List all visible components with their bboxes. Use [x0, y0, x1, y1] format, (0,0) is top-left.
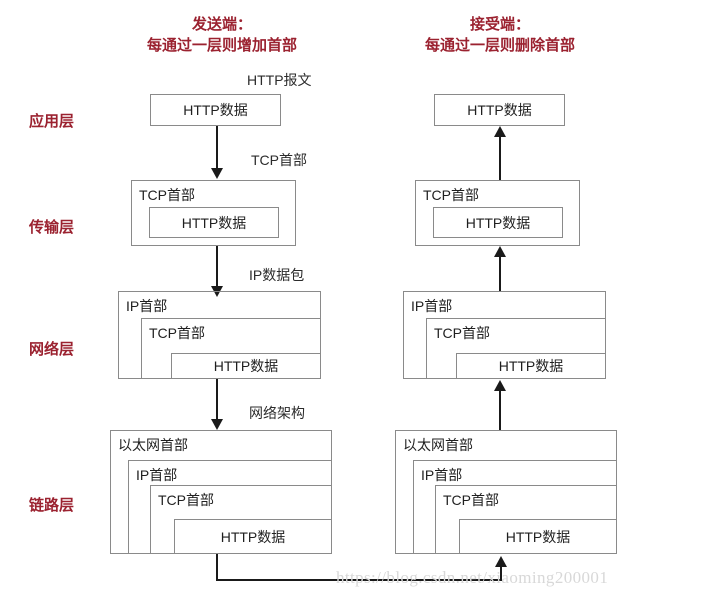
bottom-path-down-segment	[216, 554, 218, 581]
box-label-http-data: HTTP数据	[220, 528, 286, 545]
sender-header-line2: 每通过一层则增加首部	[146, 37, 297, 54]
bottom-path-up-segment	[500, 567, 502, 581]
receiver-network-http-box: HTTP数据	[456, 353, 606, 379]
layer-label-network: 网络层	[29, 341, 75, 358]
receiver-header-line2: 每通过一层则删除首部	[424, 37, 575, 54]
box-label-http-data: HTTP数据	[467, 102, 532, 118]
receiver-arrow-network-to-transport-head	[494, 246, 506, 257]
layer-label-transport: 传输层	[29, 219, 75, 236]
box-label-tcp-header: TCP首部	[434, 325, 490, 341]
box-label-tcp-header: TCP首部	[423, 187, 479, 203]
sender-network-http-box: HTTP数据	[171, 353, 321, 379]
sender-link-http-box: HTTP数据	[174, 519, 332, 554]
box-label-tcp-header: TCP首部	[149, 325, 205, 341]
annotation-ip-packet: IP数据包	[249, 267, 305, 283]
box-label-http-data: HTTP数据	[183, 102, 248, 118]
box-label-ip-header: IP首部	[421, 467, 463, 483]
sender-transport-http-box: HTTP数据	[149, 207, 279, 238]
sender-arrow-app-to-transport-line	[216, 126, 218, 170]
box-label-tcp-header: TCP首部	[158, 492, 214, 508]
receiver-header-line1: 接受端：	[469, 16, 530, 33]
sender-header: 发送端： 每通过一层则增加首部	[77, 14, 367, 56]
annotation-http-message: HTTP报文	[247, 72, 312, 88]
receiver-arrow-transport-to-app-line	[499, 137, 501, 180]
sender-application-http-box: HTTP数据	[150, 94, 281, 126]
box-label-tcp-header: TCP首部	[139, 187, 195, 203]
layer-label-link: 链路层	[29, 497, 75, 514]
receiver-header: 接受端： 每通过一层则删除首部	[355, 14, 645, 56]
receiver-arrow-network-to-transport-line	[499, 257, 501, 291]
annotation-network-frame: 网络架构	[249, 405, 305, 421]
receiver-transport-http-box: HTTP数据	[433, 207, 563, 238]
box-label-tcp-header: TCP首部	[443, 492, 499, 508]
box-label-http-data: HTTP数据	[498, 358, 564, 374]
box-label-http-data: HTTP数据	[465, 214, 531, 231]
box-label-http-data: HTTP数据	[213, 358, 279, 374]
box-label-ip-header: IP首部	[411, 298, 453, 314]
bottom-path-horizontal-segment	[216, 579, 502, 581]
receiver-arrow-transport-to-app-head	[494, 126, 506, 137]
sender-header-line1: 发送端：	[191, 16, 252, 33]
sender-transport-tcp-box: TCP首部	[131, 180, 296, 246]
receiver-link-http-box: HTTP数据	[459, 519, 617, 554]
layer-label-application: 应用层	[29, 113, 75, 130]
watermark-text: https://blog.csdn.net/xiaoming200001	[336, 568, 609, 587]
sender-arrow-app-to-transport-head	[211, 168, 223, 179]
box-label-ip-header: IP首部	[126, 298, 168, 314]
bottom-path-arrow-head	[495, 556, 507, 567]
receiver-transport-tcp-box: TCP首部	[415, 180, 580, 246]
annotation-tcp-header: TCP首部	[251, 152, 307, 168]
receiver-arrow-link-to-network-head	[494, 380, 506, 391]
sender-arrow-network-to-link-head	[211, 419, 223, 430]
receiver-arrow-link-to-network-line	[499, 391, 501, 430]
box-label-ethernet-header: 以太网首部	[403, 437, 473, 453]
sender-arrow-network-to-link-line	[216, 379, 218, 421]
box-label-ip-header: IP首部	[136, 467, 178, 483]
sender-arrow-transport-to-network-line	[216, 246, 218, 289]
box-label-ethernet-header: 以太网首部	[118, 437, 188, 453]
receiver-application-http-box: HTTP数据	[434, 94, 565, 126]
box-label-http-data: HTTP数据	[505, 528, 571, 545]
box-label-http-data: HTTP数据	[181, 214, 247, 231]
